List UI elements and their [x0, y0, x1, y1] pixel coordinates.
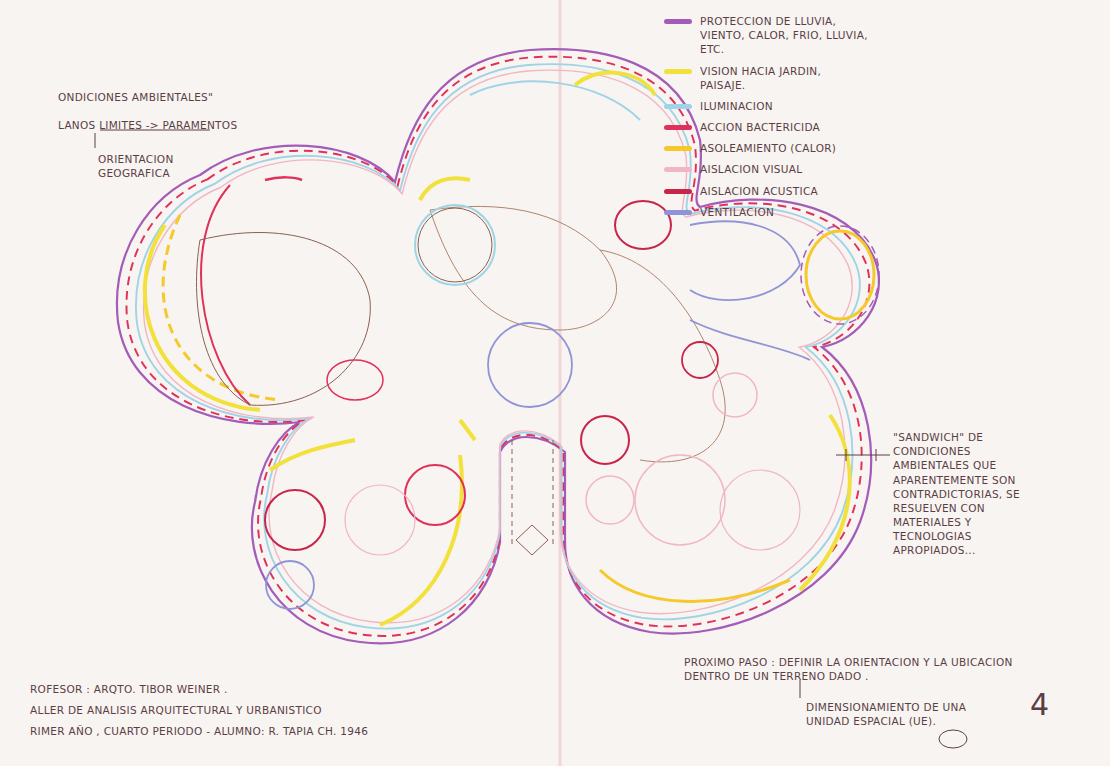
note: LANOS LIMITES -> PARAMENTOS	[58, 118, 298, 132]
note: RIMER AÑO , CUARTO PERIODO - ALUMNO: R. …	[30, 724, 490, 738]
legend-row: PROTECCION DE LLUVIA, VIENTO, CALOR, FRI…	[664, 14, 1094, 57]
legend-swatch	[664, 146, 692, 151]
legend-text: ACCION BACTERICIDA	[700, 120, 870, 134]
note: ROFESOR : ARQTO. TIBOR WEINER .	[30, 682, 430, 696]
legend-swatch	[664, 210, 692, 215]
note: ONDICIONES AMBIENTALES"	[58, 90, 278, 104]
legend-row: VISION HACIA JARDIN, PAISAJE.	[664, 64, 1094, 92]
legend-text: VISION HACIA JARDIN, PAISAJE.	[700, 64, 870, 92]
legend: PROTECCION DE LLUVIA, VIENTO, CALOR, FRI…	[664, 14, 1094, 226]
legend-row: ACCION BACTERICIDA	[664, 120, 1094, 134]
legend-row: VENTILACION	[664, 205, 1094, 219]
legend-swatch	[664, 19, 692, 24]
legend-text: PROTECCION DE LLUVIA, VIENTO, CALOR, FRI…	[700, 14, 870, 57]
legend-swatch	[664, 69, 692, 74]
legend-swatch	[664, 167, 692, 172]
legend-row: AISLACION VISUAL	[664, 162, 1094, 176]
note: "SANDWICH" DE CONDICIONES AMBIENTALES QU…	[893, 430, 1033, 558]
legend-text: AISLACION ACUSTICA	[700, 184, 870, 198]
legend-row: ASOLEAMIENTO (CALOR)	[664, 141, 1094, 155]
note: DIMENSIONAMIENTO DE UNA UNIDAD ESPACIAL …	[806, 700, 976, 728]
legend-swatch	[664, 104, 692, 109]
legend-swatch	[664, 189, 692, 194]
legend-text: VENTILACION	[700, 205, 870, 219]
legend-text: ILUMINACION	[700, 99, 870, 113]
legend-row: AISLACION ACUSTICA	[664, 184, 1094, 198]
legend-row: ILUMINACION	[664, 99, 1094, 113]
legend-text: ASOLEAMIENTO (CALOR)	[700, 141, 870, 155]
note: PROXIMO PASO : DEFINIR LA ORIENTACION Y …	[684, 655, 1044, 683]
note: ORIENTACION GEOGRAFICA	[98, 152, 198, 180]
legend-swatch	[664, 125, 692, 130]
legend-text: AISLACION VISUAL	[700, 162, 870, 176]
note: ALLER DE ANALISIS ARQUITECTURAL Y URBANI…	[30, 703, 450, 717]
page-number: 4	[1030, 690, 1070, 720]
